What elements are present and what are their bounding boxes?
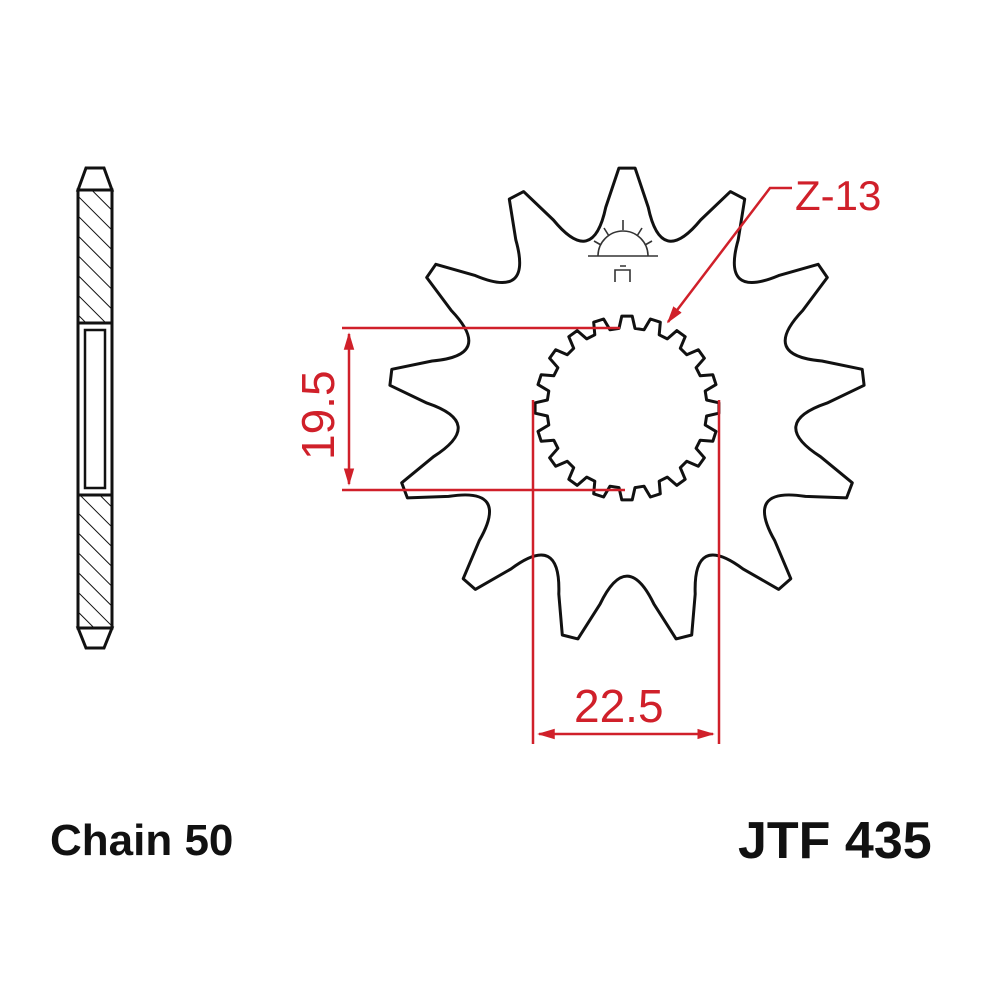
teeth-count-label: Z-13 [795, 172, 881, 219]
side-profile-view [75, 166, 115, 650]
dimension-label-outer: 22.5 [574, 680, 664, 732]
dimension-19-5 [342, 326, 625, 492]
spline-bore-outline [533, 314, 721, 502]
dimension-22-5 [531, 400, 721, 744]
side-profile-hub [76, 321, 114, 497]
chain-size-label: Chain 50 [50, 816, 233, 865]
dimension-label-inner: 19.5 [292, 370, 344, 460]
part-number-label: JTF 435 [738, 812, 932, 870]
teeth-count-leader [666, 186, 792, 324]
manufacturer-logo-icon [588, 220, 658, 282]
side-profile-top-bevel [75, 166, 115, 192]
side-profile-top-hatch [76, 188, 114, 325]
side-profile-hub-inner [83, 328, 107, 490]
sprocket-front-view [388, 166, 866, 641]
side-profile-bottom-hatch [76, 493, 114, 630]
side-profile-bottom-bevel [75, 626, 115, 650]
